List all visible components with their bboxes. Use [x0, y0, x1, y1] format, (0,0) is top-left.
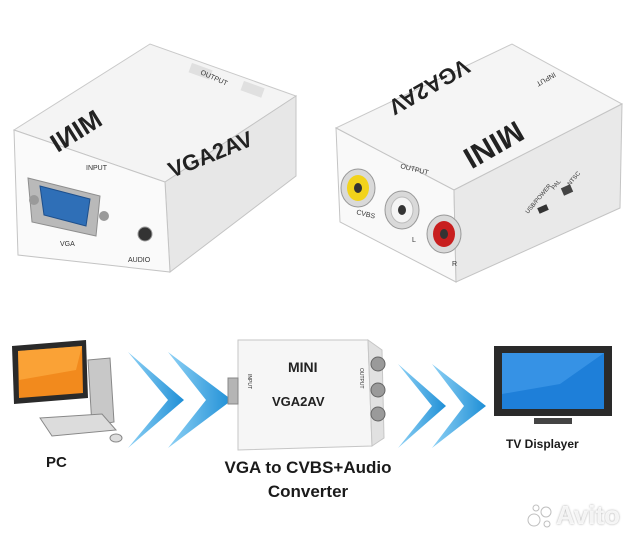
left-vga-label: VGA — [60, 241, 75, 248]
product-caption: VGA to CVBS+Audio Converter — [178, 456, 438, 504]
audio-jack-icon — [137, 226, 153, 242]
pc-computer-icon — [12, 340, 123, 443]
usb-port-icon — [537, 204, 549, 214]
avito-dots-icon — [527, 504, 552, 527]
right-r-label: R — [452, 261, 457, 268]
audio-left-port-icon — [384, 190, 420, 230]
diagram-brand-label: MINI — [288, 359, 318, 375]
diagram-output-label: OUTPUT — [358, 368, 364, 389]
vga-port-icon — [27, 177, 109, 237]
diagram-model-label: VGA2AV — [272, 394, 325, 409]
converter-back-view: MINI VGA2AV INPUT OUTPUT CVBS L R USB/PO… — [334, 43, 624, 283]
pc-label: PC — [46, 454, 67, 471]
tv-label: TV Displayer — [506, 437, 579, 451]
left-audio-label: AUDIO — [128, 257, 151, 264]
converter-front-view: MINI VGA2AV INPUT OUTPUT VGA AUDIO — [12, 43, 298, 273]
pal-ntsc-switch-icon — [560, 184, 574, 196]
right-cvbs-label: CVBS — [356, 209, 377, 220]
avito-watermark: Avito — [526, 500, 620, 531]
caption-line-2: Converter — [267, 482, 349, 501]
caption-line-1: VGA to CVBS+Audio — [224, 458, 392, 477]
converter-diagram-device: MINI VGA2AV INPUT OUTPUT — [227, 339, 386, 451]
right-l-label: L — [412, 237, 416, 244]
left-input-label: INPUT — [86, 165, 108, 172]
diagram-input-label: INPUT — [246, 374, 252, 389]
audio-right-port-icon — [426, 214, 462, 254]
tv-displayer-icon — [494, 346, 612, 424]
cvbs-port-icon — [340, 168, 376, 208]
arrow-right-icon — [128, 352, 232, 448]
avito-watermark-text: Avito — [556, 500, 621, 530]
arrow-right-icon — [398, 364, 486, 448]
